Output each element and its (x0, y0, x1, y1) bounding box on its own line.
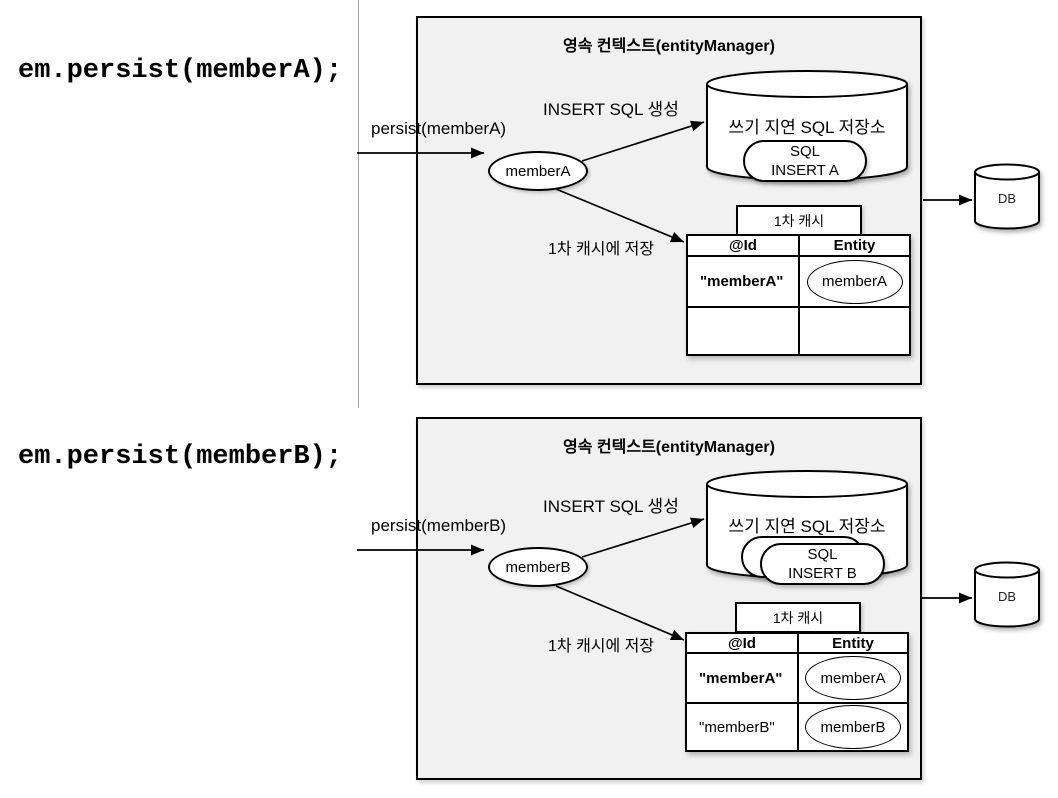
cache-save-label-b: 1차 캐시에 저장 (548, 638, 655, 655)
cache-save-arrow-b (555, 585, 685, 641)
insert-sql-label-b: INSERT SQL 생성 (543, 497, 679, 516)
first-level-cache-table-b: @Id Entity "memberA" memberA "memberB" m… (685, 632, 909, 752)
sql-store-title-a: 쓰기 지연 SQL 저장소 (728, 118, 886, 137)
sql-store-title-b: 쓰기 지연 SQL 저장소 (728, 517, 886, 536)
first-level-cache-table-a: @Id Entity "memberA" memberA (686, 234, 911, 356)
first-level-cache-tag-b: 1차 캐시 (735, 602, 861, 633)
db-label-a: DB (997, 191, 1017, 206)
cache-save-label-a: 1차 캐시에 저장 (548, 241, 655, 258)
first-level-cache-tag-a: 1차 캐시 (736, 205, 862, 236)
panel-a-title: 영속 컨텍스트(entityManager) (563, 38, 775, 55)
sql-box-line2: INSERT B (788, 565, 857, 582)
panel-b-title: 영속 컨텍스트(entityManager) (563, 439, 775, 456)
table-a-row1-id: "memberA" (688, 257, 800, 308)
db-cylinder-b (974, 561, 1040, 628)
member-a-entity-ellipse: memberA (488, 151, 588, 191)
sql-box-line1: SQL (807, 546, 838, 563)
table-a-header-entity: Entity (800, 236, 909, 257)
table-b-row1-entity: memberA (799, 654, 907, 704)
code-statement-persist-member-a: em.persist(memberA); (18, 56, 343, 86)
member-b-instance-ellipse: memberB (805, 705, 901, 749)
code-statement-persist-member-b: em.persist(memberB); (18, 442, 343, 472)
table-b-row1-id: "memberA" (687, 654, 799, 704)
sql-insert-b-box: SQL INSERT B (760, 543, 885, 585)
cache-save-arrow-a (555, 188, 685, 243)
member-a-instance-ellipse: memberA (806, 259, 903, 304)
insert-sql-arrow-b (581, 517, 705, 558)
section-divider-line (358, 0, 359, 408)
table-b-row2-id: "memberB" (687, 704, 799, 750)
table-b-header-entity: Entity (799, 634, 907, 654)
insert-sql-label-a: INSERT SQL 생성 (543, 100, 679, 119)
table-a-row1-entity: memberA (800, 257, 909, 308)
sql-box-line1: SQL (789, 143, 820, 160)
db-label-b: DB (997, 589, 1017, 604)
sql-box-line2: INSERT A (771, 162, 839, 179)
member-b-entity-ellipse: memberB (488, 547, 588, 587)
table-a-row2-entity (800, 308, 909, 354)
sql-insert-a-box: SQL INSERT A (743, 140, 867, 182)
member-a-instance-ellipse-b: memberA (805, 656, 901, 700)
table-b-header-id: @Id (687, 634, 799, 654)
persist-call-label-b: persist(memberB) (371, 516, 507, 535)
db-cylinder-a (974, 163, 1040, 230)
persist-call-label-a: persist(memberA) (371, 119, 507, 138)
table-a-row2-id (688, 308, 800, 354)
table-a-header-id: @Id (688, 236, 800, 257)
insert-sql-arrow-a (581, 120, 705, 162)
table-b-row2-entity: memberB (799, 704, 907, 750)
